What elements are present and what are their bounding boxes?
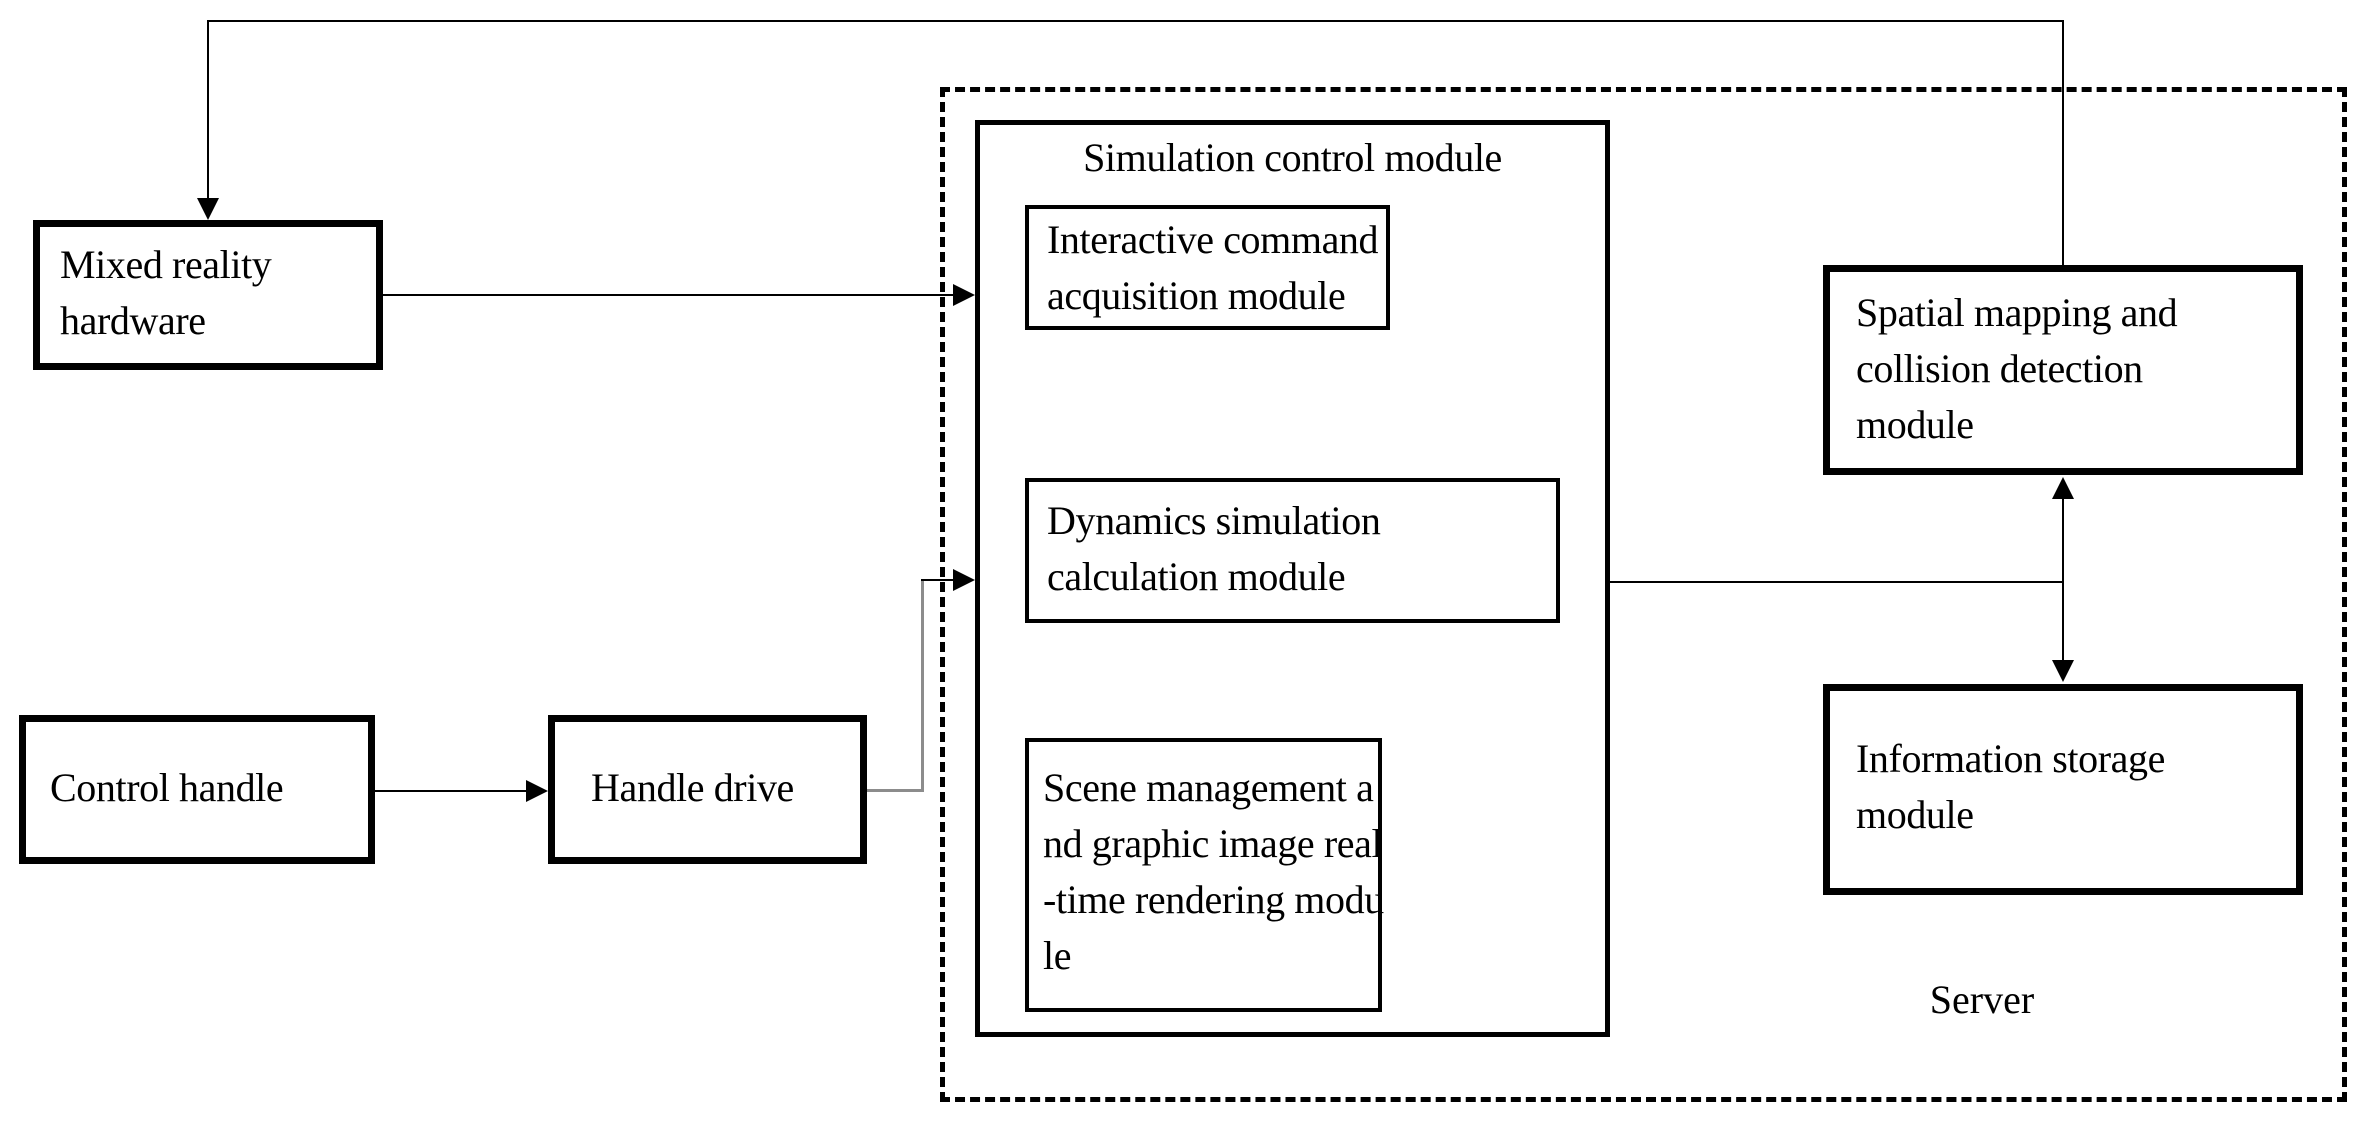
feedback-line-right [2062, 20, 2064, 265]
control-handle-box: Control handle [19, 715, 375, 864]
spatial-info-double-arrow-line [2062, 495, 2064, 660]
control-handle-label: Control handle [50, 765, 284, 810]
information-storage-label-line2: module [1856, 792, 1974, 837]
server-boundary [940, 87, 2347, 1102]
interactive-command-acquisition-box: Interactive command acquisition module [1025, 205, 1390, 330]
mixed-reality-hardware-box: Mixed reality hardware [33, 220, 383, 370]
drive-to-simulation-line-h [867, 789, 924, 792]
drive-to-simulation-line-top [921, 579, 953, 581]
interactive-command-label-line1: Interactive command [1047, 217, 1379, 262]
scene-management-label-line3: -time rendering modu [1043, 877, 1384, 922]
arrowhead-into-mixed-reality [197, 198, 219, 220]
arrowhead-to-information-storage [2052, 660, 2074, 682]
arrowhead-to-spatial-mapping [2052, 477, 2074, 499]
feedback-line-left [207, 20, 209, 200]
mixed-reality-label-line1: Mixed reality [60, 242, 272, 287]
arrowhead-control-to-drive [526, 780, 548, 802]
spatial-mapping-label-line1: Spatial mapping and [1856, 290, 2178, 335]
information-storage-label-line1: Information storage [1856, 736, 2165, 781]
mr-to-simulation-line [383, 294, 955, 296]
control-to-drive-line [375, 790, 528, 792]
dynamics-simulation-calculation-box: Dynamics simulation calculation module [1025, 478, 1560, 623]
simulation-to-server-line [1610, 581, 2064, 583]
handle-drive-label: Handle drive [591, 765, 794, 810]
dynamics-simulation-label-line1: Dynamics simulation [1047, 498, 1381, 543]
simulation-control-module-title: Simulation control module [1083, 135, 1502, 180]
feedback-line-top [207, 20, 2064, 22]
interactive-command-label-line2: acquisition module [1047, 273, 1346, 318]
drive-to-simulation-line-v [921, 580, 924, 791]
scene-management-label-line4: le [1043, 933, 1072, 978]
handle-drive-box: Handle drive [548, 715, 867, 864]
arrowhead-drive-to-simulation [953, 569, 975, 591]
server-label: Server [1929, 977, 2035, 1022]
arrowhead-mr-to-simulation [953, 284, 975, 306]
scene-management-rendering-box: Scene management a nd graphic image real… [1025, 738, 1384, 1012]
scene-management-label-line2: nd graphic image real [1043, 821, 1383, 866]
dynamics-simulation-label-line2: calculation module [1047, 554, 1346, 599]
spatial-mapping-collision-box: Spatial mapping and collision detection … [1823, 265, 2303, 475]
scene-management-label-line1: Scene management a [1043, 765, 1374, 810]
spatial-mapping-label-line2: collision detection [1856, 346, 2143, 391]
spatial-mapping-label-line3: module [1856, 402, 1974, 447]
information-storage-box: Information storage module [1823, 684, 2303, 895]
mixed-reality-label-line2: hardware [60, 298, 206, 343]
